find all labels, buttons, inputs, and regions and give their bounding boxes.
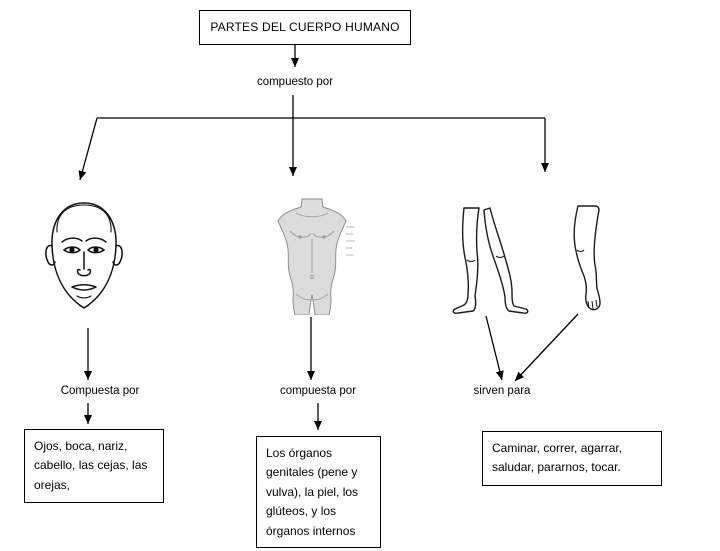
legs-drawing-icon bbox=[452, 207, 529, 314]
limbs-connector-label: sirven para bbox=[473, 385, 531, 397]
root-connector-label: compuesto por bbox=[256, 76, 334, 88]
torso-connector-label: compuesta por bbox=[279, 385, 357, 397]
title-box: PARTES DEL CUERPO HUMANO bbox=[199, 10, 411, 45]
limbs-function-box: Caminar, correr, agarrar, saludar, parar… bbox=[482, 431, 662, 486]
torso-drawing-icon bbox=[277, 198, 355, 315]
face-drawing-icon bbox=[45, 202, 123, 309]
head-connector-label: Compuesta por bbox=[60, 385, 140, 397]
head-parts-box: Ojos, boca, nariz, cabello, las cejas, l… bbox=[24, 429, 164, 504]
diagram-title: PARTES DEL CUERPO HUMANO bbox=[210, 19, 400, 34]
arm-drawing-icon bbox=[573, 205, 601, 311]
torso-parts-box: Los órganos genitales (pene y vulva), la… bbox=[256, 436, 381, 548]
